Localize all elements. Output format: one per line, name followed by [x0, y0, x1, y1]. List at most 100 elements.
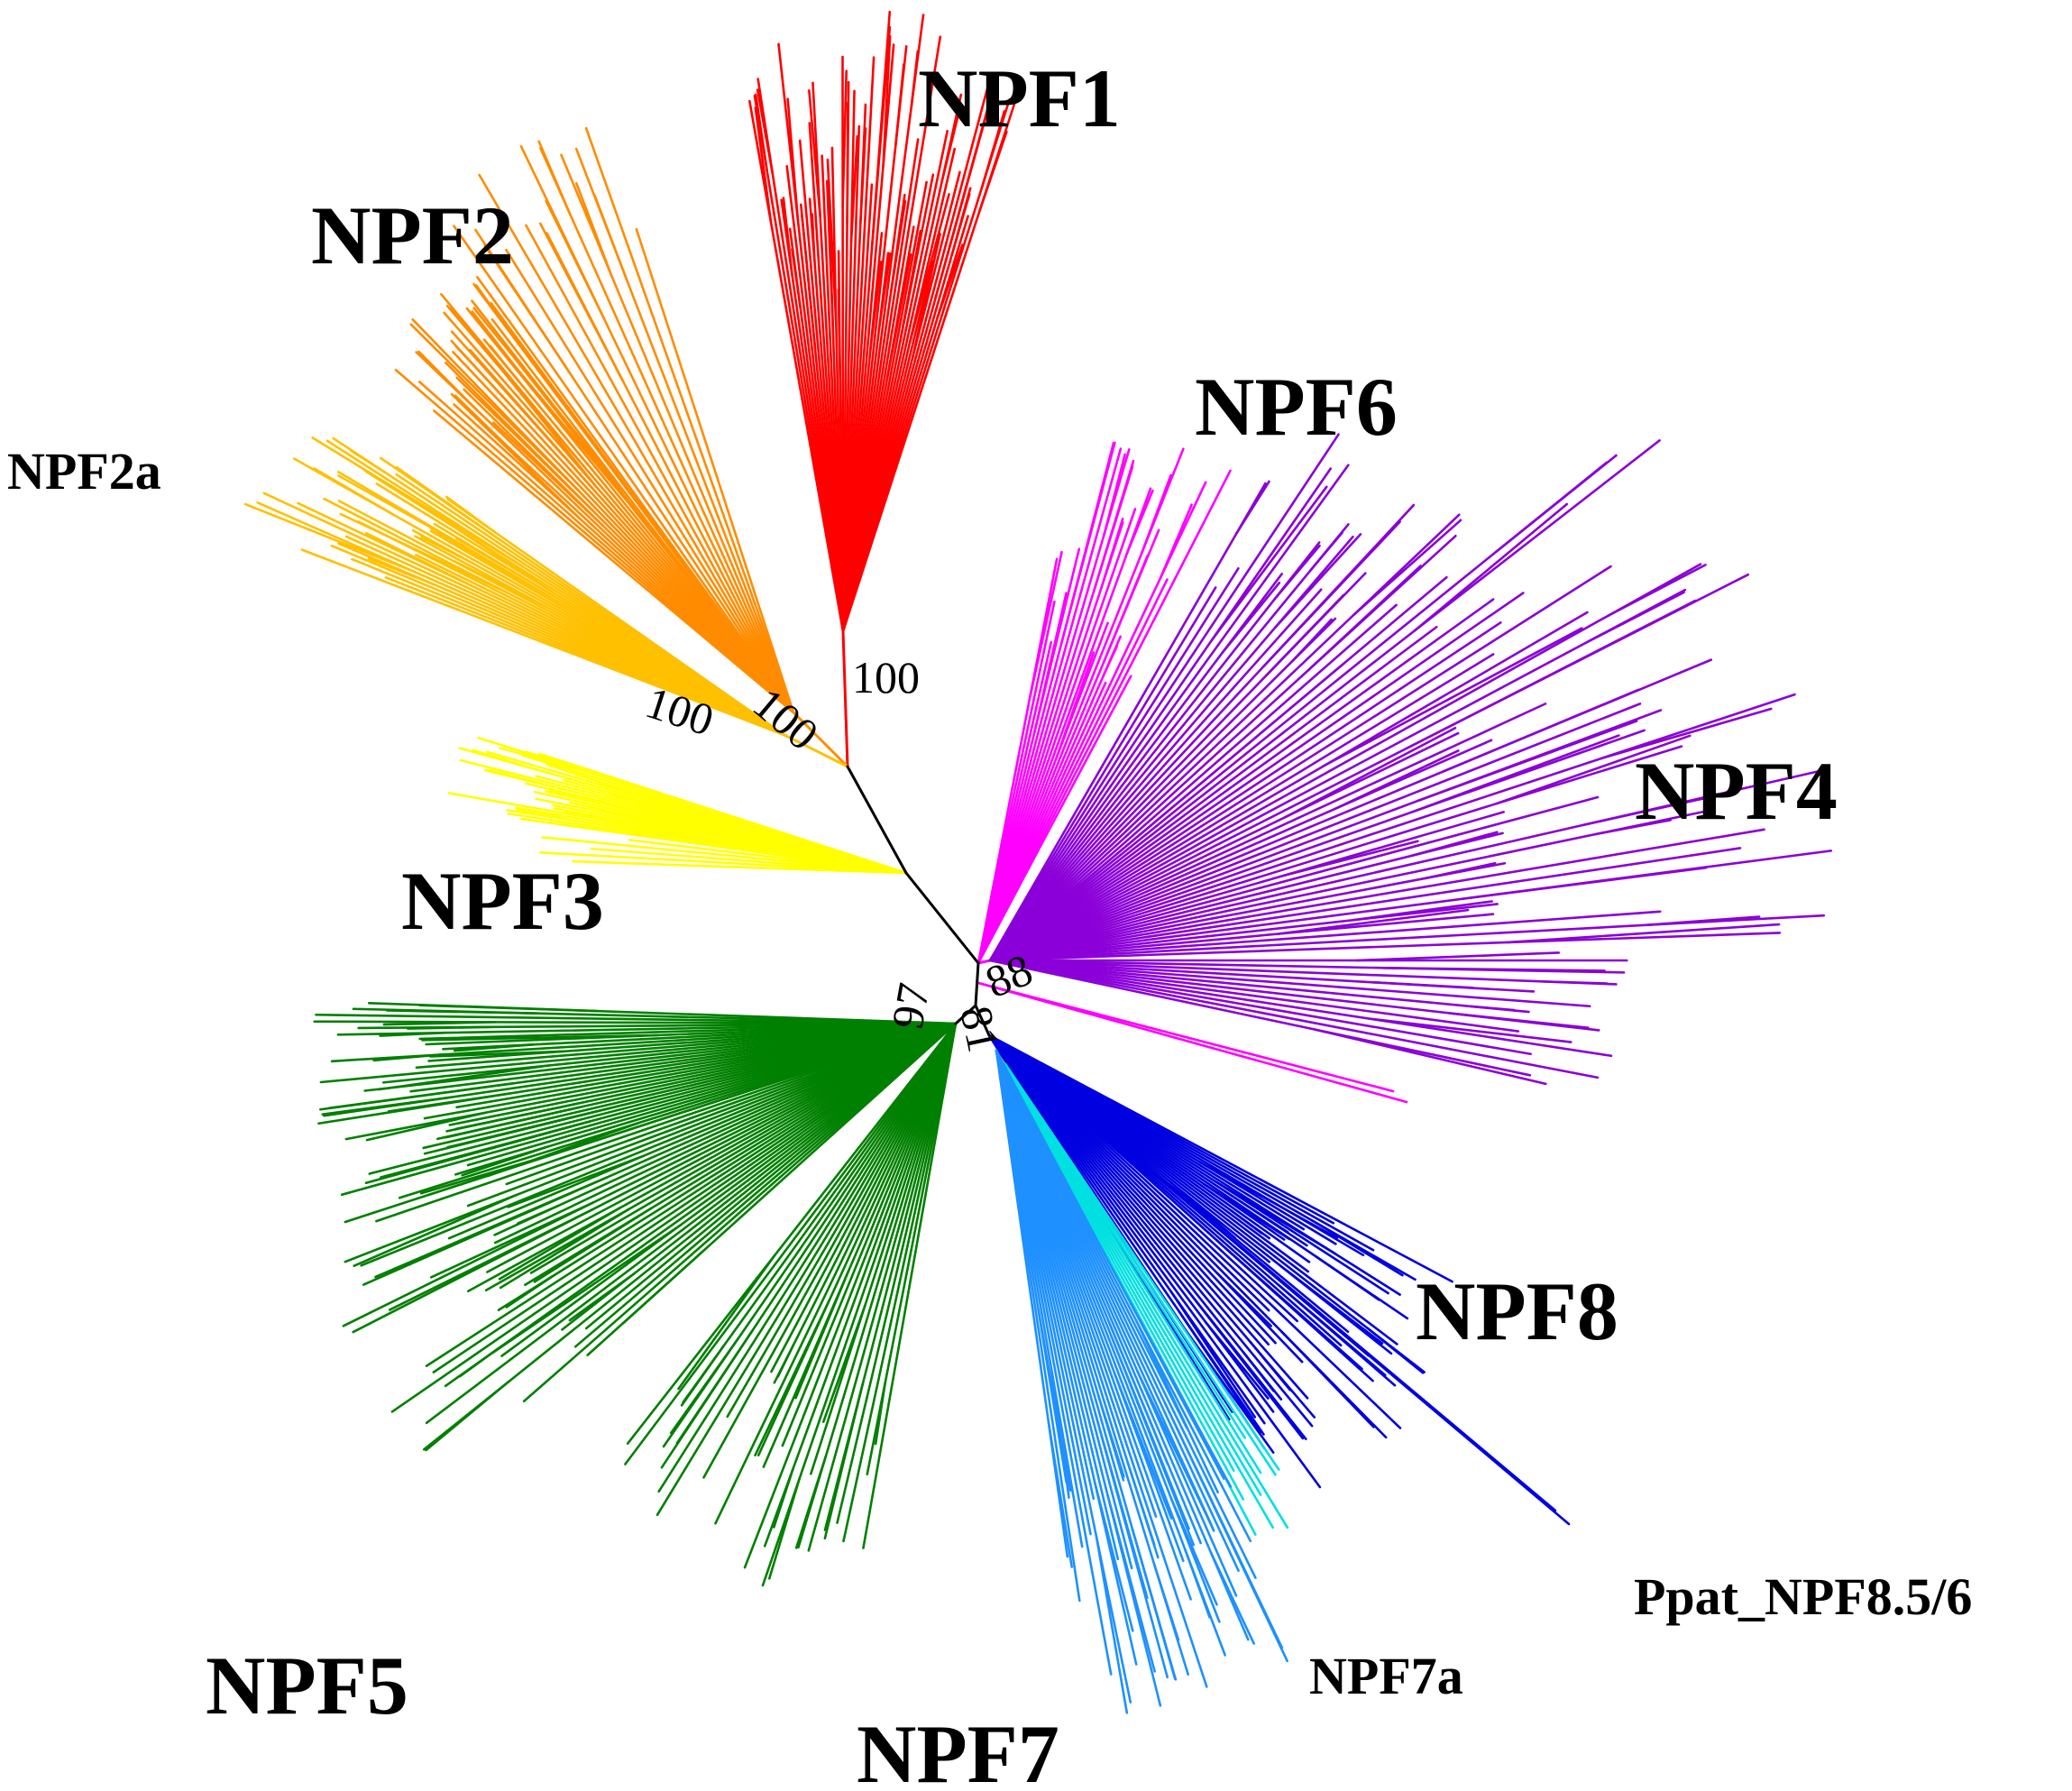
branch-npf5: [493, 1022, 958, 1236]
branch-npf2: [439, 292, 581, 463]
backbone-branch: [904, 871, 980, 965]
branch-npf8: [1198, 1161, 1339, 1240]
branch-npf5: [621, 1249, 705, 1325]
branch-npf2a: [337, 474, 465, 547]
branch-npf6: [976, 981, 1408, 1104]
branch-npf5: [486, 1022, 958, 1273]
branch-npf4: [1411, 734, 1620, 813]
branch-npf4: [1381, 966, 1606, 972]
branch-npf4: [988, 653, 1495, 962]
branch-npf4: [988, 693, 1796, 962]
branch-npf5: [377, 1064, 551, 1091]
branch-npf5: [807, 1022, 958, 1552]
branch-npf6: [1103, 554, 1150, 663]
branch-npf1: [808, 88, 821, 218]
branch-npf2: [453, 225, 795, 714]
branch-npf4: [1542, 980, 1609, 985]
branch-npf4: [988, 745, 1683, 962]
branch-npf5: [362, 1022, 958, 1286]
branch-npf5: [379, 1031, 447, 1037]
branch-npf4: [1506, 923, 1781, 944]
branch-npf7: [1209, 1550, 1255, 1645]
branch-npf4: [988, 563, 1702, 962]
branch-npf8: [987, 1033, 1402, 1429]
branch-npf1: [841, 69, 848, 209]
branch-npf1: [977, 130, 1008, 214]
branch-npf5: [756, 1022, 958, 1457]
branch-npf7: [1152, 1563, 1180, 1641]
branch-npf5: [444, 1022, 958, 1388]
branch-npf4: [1290, 618, 1333, 664]
branch-npf4: [988, 586, 1217, 962]
branch-npf2: [474, 284, 510, 332]
branch-npf4: [1594, 819, 1672, 836]
branch-npf1: [910, 50, 920, 108]
branch-npf1: [826, 158, 838, 325]
branch-npf5: [352, 1022, 958, 1334]
branch-npf3: [564, 810, 626, 823]
branch-npf5: [680, 1345, 725, 1407]
branch-npf4: [1495, 734, 1692, 805]
branch-npf4: [1494, 454, 1618, 554]
branch-npf2a: [446, 498, 786, 737]
branch-npf8: [987, 1033, 1314, 1428]
branch-npf6: [1100, 518, 1124, 590]
branch-npf5: [836, 1022, 958, 1524]
branch-npf4: [988, 811, 1505, 962]
branch-npf1: [950, 187, 972, 257]
branch-npf1: [940, 115, 959, 183]
branch-npf2: [635, 227, 795, 714]
branch-npf5: [714, 1022, 958, 1525]
branch-npf4: [988, 910, 1662, 962]
branch-npf5: [763, 1022, 958, 1548]
branch-npf1: [899, 229, 922, 343]
branch-npf4: [988, 513, 1461, 962]
branch-npf4: [1264, 593, 1345, 678]
branch-npf4: [988, 433, 1340, 962]
branch-npf5: [821, 1304, 866, 1423]
branch-npf7: [1095, 1536, 1129, 1714]
branch-npf6: [1125, 489, 1154, 556]
branch-npf4: [988, 959, 1600, 1079]
branch-npf5: [453, 1043, 535, 1052]
branch-npf7: [1169, 1497, 1218, 1606]
branch-npf4: [1587, 591, 1685, 643]
clade-label-npf1: NPF1: [918, 52, 1121, 144]
branch-npf5: [776, 1344, 795, 1378]
branch-npf5: [568, 1272, 636, 1322]
branch-npf4: [988, 913, 1495, 962]
branch-npf8: [1279, 1265, 1384, 1345]
branch-npf5: [522, 1022, 958, 1403]
branch-npf5: [626, 1022, 958, 1446]
branch-npf5: [360, 1022, 958, 1267]
branch-npf8: [1184, 1327, 1275, 1454]
branch-npf4: [1607, 564, 1707, 618]
branch-npf4: [1461, 866, 1708, 901]
branch-npf1: [894, 63, 905, 146]
branch-npf6: [976, 508, 1137, 965]
branch-npf3: [609, 792, 688, 815]
branch-npf4: [1281, 840, 1419, 877]
branch-npf5: [386, 1009, 539, 1015]
branch-npf5: [364, 1120, 592, 1185]
branch-npf2: [584, 126, 795, 714]
branch-npf4: [1333, 749, 1460, 811]
branch-npf4: [988, 611, 1589, 962]
branch-npf1: [837, 289, 842, 387]
branch-npf7: [1113, 1372, 1173, 1520]
branch-npf5: [505, 1274, 555, 1309]
branch-npf8: [1315, 1254, 1380, 1301]
branch-npf3: [515, 806, 584, 821]
branch-npf5: [682, 1022, 958, 1404]
branch-npf2a: [395, 465, 497, 538]
branch-npf4: [988, 903, 1499, 962]
branch-npf4: [1272, 544, 1321, 602]
branch-npf5: [500, 1022, 958, 1357]
branch-npf5: [507, 1154, 645, 1208]
branch-npf2a: [445, 495, 497, 534]
branch-npf4: [988, 588, 1323, 962]
branch-npf2: [454, 344, 510, 405]
branch-npf4: [1355, 951, 1561, 962]
branch-npf2a: [454, 537, 555, 598]
